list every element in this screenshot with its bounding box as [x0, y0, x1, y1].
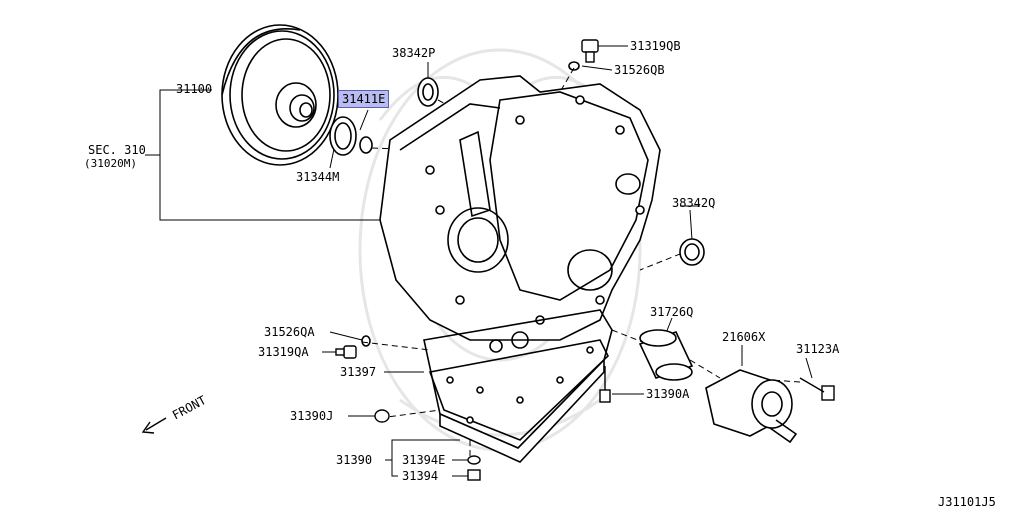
ring-31411e: [359, 136, 373, 154]
label-31394: 31394: [402, 469, 439, 483]
washer-31526qa: [361, 335, 371, 347]
label-31726q: 31726Q: [650, 305, 694, 319]
bolt-31390a: [599, 389, 611, 403]
label-31390: 31390: [336, 453, 373, 467]
leader-38342q-2: [689, 209, 693, 241]
bolt-31123a: [821, 385, 835, 401]
leader-31123a: [805, 357, 813, 379]
label-38342q: 38342Q: [672, 196, 716, 210]
seal-rings: [329, 61, 705, 347]
transmission-case: [379, 75, 661, 353]
ring-31344m: [329, 116, 357, 156]
label-21606x: 21606X: [722, 330, 766, 344]
label-31394e: 31394E: [402, 453, 446, 467]
label-31344m: 31344M: [296, 170, 340, 184]
label-31319qb: 31319QB: [630, 39, 681, 53]
label-sec-310: SEC. 310: [88, 143, 146, 157]
seal-38342q: [679, 238, 705, 266]
leader-31390: [385, 439, 460, 461]
label-31526qb: 31526QB: [614, 63, 665, 77]
oil-pan: [423, 309, 613, 463]
leader-31390-bracket: [391, 460, 398, 477]
plug-31394: [467, 469, 481, 481]
leader-31411e: [359, 109, 369, 131]
oil-filter: [638, 329, 694, 381]
front-arrow-icon: [141, 417, 167, 434]
plug-31390j: [374, 409, 390, 423]
label-31390j: 31390J: [290, 409, 334, 423]
label-sec-310-ref: (31020M): [84, 157, 137, 170]
washer-31526qb: [568, 61, 580, 71]
label-38342p: 38342P: [392, 46, 436, 60]
label-31390a: 31390A: [646, 387, 690, 401]
washer-31394e: [467, 455, 481, 465]
leader-31526qb: [581, 65, 613, 71]
label-31397: 31397: [340, 365, 377, 379]
bolt-31319qa: [343, 345, 357, 359]
label-31123a: 31123A: [796, 342, 840, 356]
label-31411e-highlighted[interactable]: 31411E: [338, 90, 390, 108]
seal-38342p: [417, 77, 439, 107]
label-31526qa: 31526QA: [264, 325, 315, 339]
bolt-31319qb: [581, 39, 599, 53]
label-31319qa: 31319QA: [258, 345, 309, 359]
diagram-id: J31101J5: [938, 495, 996, 509]
leader-31526qa: [329, 331, 363, 341]
label-31100: 31100: [176, 82, 213, 96]
torque-converter: [221, 24, 339, 166]
oil-cooler: [705, 369, 798, 444]
bolts: [335, 39, 835, 481]
